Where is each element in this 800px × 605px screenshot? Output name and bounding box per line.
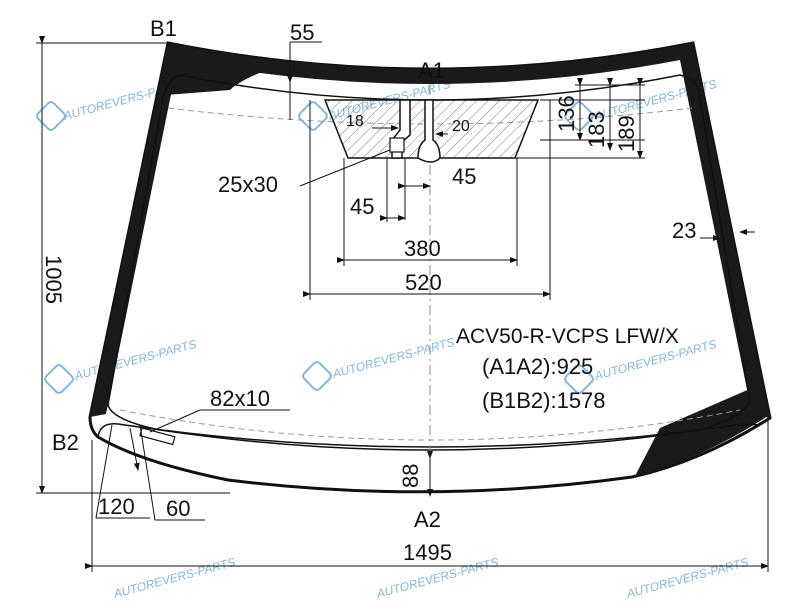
dim-189: 189 <box>614 115 639 152</box>
watermark-logo-icon <box>564 364 594 394</box>
a1a2-value: (A1A2):925 <box>482 354 593 379</box>
mirror-mount-right <box>417 99 441 163</box>
lower-band <box>97 423 763 493</box>
watermark-logo-icon <box>298 101 328 131</box>
dim-55: 55 <box>290 20 314 45</box>
frit-corner-top-left <box>166 52 272 95</box>
watermark-logo-icon <box>36 101 66 131</box>
dim-88: 88 <box>398 464 423 488</box>
frit-corner-bottom-right <box>635 388 768 476</box>
dim-380: 380 <box>404 236 441 261</box>
dim-183: 183 <box>584 111 609 148</box>
dim-25x30: 25x30 <box>218 172 278 197</box>
watermark-logo-icon <box>44 364 74 394</box>
watermark-logo-icon <box>564 101 594 131</box>
dim-18: 18 <box>346 113 364 130</box>
point-b2-label: B2 <box>52 430 79 455</box>
dim-120: 120 <box>98 494 135 519</box>
dim-45-right: 45 <box>452 164 476 189</box>
dim-520: 520 <box>405 270 442 295</box>
b1b2-value: (B1B2):1578 <box>482 388 606 413</box>
dim-82x10: 82x10 <box>210 386 270 411</box>
dim-60: 60 <box>166 496 190 521</box>
sensor-pad <box>389 137 405 153</box>
watermark-text: AUTOREVERS-PARTS <box>111 555 237 600</box>
dim-136: 136 <box>554 95 579 132</box>
watermark-logo-icon <box>302 361 332 391</box>
dim-23: 23 <box>672 218 696 243</box>
point-a2-label: A2 <box>414 507 441 532</box>
point-b1-label: B1 <box>150 16 177 41</box>
point-a1-label: A1 <box>418 58 445 83</box>
dim-20: 20 <box>452 118 470 135</box>
watermark-text: AUTOREVERS-PARTS <box>624 555 750 600</box>
watermark-text: AUTOREVERS-PARTS <box>72 337 198 383</box>
dim-1005: 1005 <box>41 255 66 304</box>
dim-1495: 1495 <box>403 540 452 565</box>
dimension-lines <box>36 36 769 572</box>
dim-45-left: 45 <box>350 194 374 219</box>
watermark-text: AUTOREVERS-PARTS <box>330 335 456 381</box>
part-code: ACV50-R-VCPS LFW/X <box>456 325 679 348</box>
